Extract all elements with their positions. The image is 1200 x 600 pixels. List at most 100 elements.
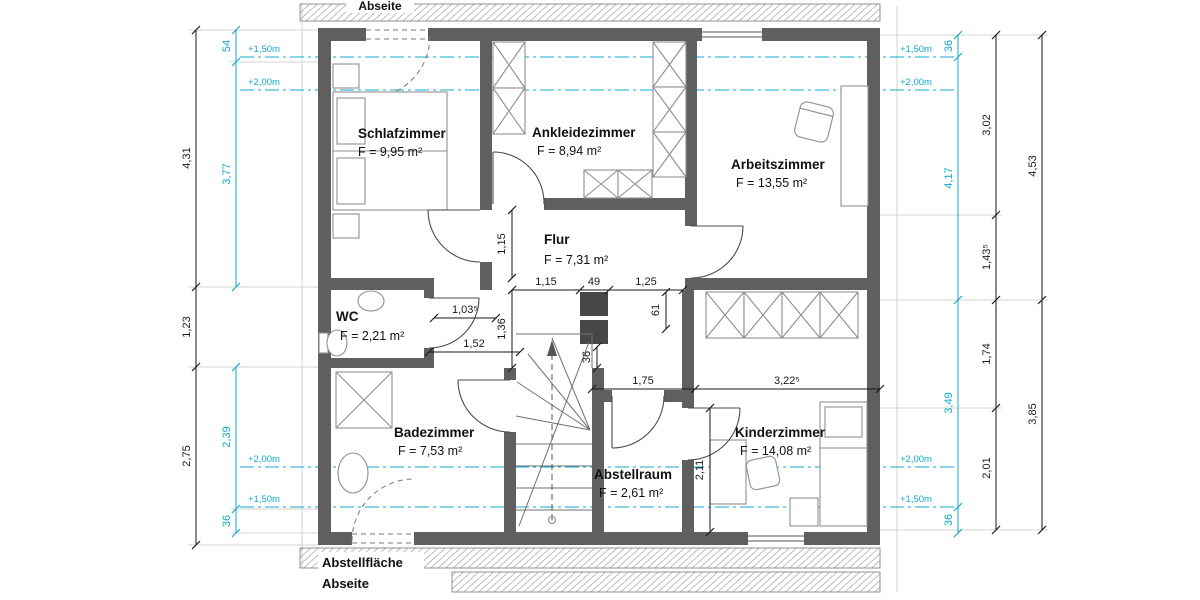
chimney-block xyxy=(580,292,608,316)
dim-value: 2,75 xyxy=(181,445,193,466)
extension-lines-right xyxy=(880,34,1048,531)
dim-value: 3,02 xyxy=(981,114,993,135)
room-area-schlafzimmer: F = 9,95 m² xyxy=(358,145,422,159)
chair xyxy=(745,455,781,491)
toilet-bowl xyxy=(326,329,348,357)
extension-lines-left xyxy=(188,29,318,546)
dim-value: 36 xyxy=(221,515,233,527)
dim-chain-left-inner: 54 3,77 2,39 36 xyxy=(221,25,241,538)
shower-cross xyxy=(335,371,393,429)
abseite-label-top: Abseite xyxy=(358,0,402,13)
dim-chain-left-outer: 4,31 1,23 2,75 xyxy=(181,25,201,550)
dormer-opening-bottom xyxy=(352,532,414,545)
window-arbeitszimmer xyxy=(702,28,762,41)
dim-value: 61 xyxy=(650,304,662,316)
eave-lines xyxy=(301,6,898,592)
dim-chain-right-inner: 36 4,17 3,49 36 xyxy=(943,30,963,538)
dim-value: 3,77 xyxy=(221,163,233,184)
door-arbeitszimmer xyxy=(690,225,744,279)
dim-interior: 1,15 49 1,25 1,15 1,36 1,03⁵ 1,52 61 36 … xyxy=(424,205,885,537)
wall-segment xyxy=(424,348,434,358)
door-schlafzimmer xyxy=(427,209,481,263)
dim-value: 4,31 xyxy=(181,147,193,168)
chair-back xyxy=(799,107,834,117)
dim-value: 1,36 xyxy=(496,318,508,339)
label-backing xyxy=(346,0,414,13)
furniture-ankleidezimmer xyxy=(492,41,687,199)
stairs xyxy=(515,333,593,527)
office-chair xyxy=(794,101,834,143)
roof-band-bottom-2 xyxy=(451,571,881,593)
dim-value: 54 xyxy=(221,40,233,52)
dim-ticks xyxy=(953,30,963,538)
dim-value: 1,75 xyxy=(632,375,653,387)
dim-value: 1,15 xyxy=(496,233,508,254)
window-kinderzimmer xyxy=(748,532,804,545)
band-labels: Abseite Abstellfläche Abseite xyxy=(318,0,424,593)
wall-segment xyxy=(318,278,434,290)
dim-value: 1,15 xyxy=(535,276,556,288)
dim-value: 2,39 xyxy=(221,426,233,447)
door-ankleidezimmer xyxy=(492,151,545,205)
room-name-flur: Flur xyxy=(544,232,570,247)
room-area-flur: F = 7,31 m² xyxy=(544,253,608,267)
roof-band-top xyxy=(299,3,881,22)
roof-bands xyxy=(299,3,881,593)
dim-value: 3,85 xyxy=(1027,403,1039,424)
chimney-block xyxy=(580,320,608,344)
room-area-badezimmer: F = 7,53 m² xyxy=(398,444,462,458)
pillow xyxy=(824,406,863,438)
furniture xyxy=(318,41,869,527)
closet-cross-lines xyxy=(705,291,859,339)
nightstand xyxy=(332,63,360,89)
level-label: +2,00m xyxy=(248,77,280,88)
dormer-arc-bottom xyxy=(351,478,415,542)
dim-value: 36 xyxy=(581,351,593,363)
pillow xyxy=(336,97,366,145)
label-backing xyxy=(318,552,424,571)
room-name-kinderzimmer: Kinderzimmer xyxy=(735,425,826,440)
washbasin xyxy=(337,452,369,494)
room-name-abstellraum: Abstellraum xyxy=(594,467,672,482)
dim-value: 1,74 xyxy=(981,343,993,364)
wall-segment xyxy=(424,290,434,298)
wall-segment xyxy=(685,278,880,290)
room-area-kinderzimmer: F = 14,08 m² xyxy=(740,444,811,458)
level-label: +1,50m xyxy=(248,494,280,505)
room-area-ankleidezimmer: F = 8,94 m² xyxy=(537,144,601,158)
stair-pitch-line xyxy=(518,341,590,527)
wall-segment xyxy=(544,198,697,210)
dim-value: 1,25 xyxy=(635,276,656,288)
dim-ticks xyxy=(991,30,1001,535)
dim-value: 4,53 xyxy=(1027,155,1039,176)
room-labels: Schlafzimmer F = 9,95 m² Ankleidezimmer … xyxy=(336,125,826,500)
level-label: +2,00m xyxy=(248,454,280,465)
wall-segment xyxy=(592,390,612,402)
room-name-wc: WC xyxy=(336,309,359,324)
dormer-opening-top xyxy=(366,28,428,41)
room-area-abstellraum: F = 2,61 m² xyxy=(599,486,663,500)
room-area-wc: F = 2,21 m² xyxy=(340,329,404,343)
wall-segment xyxy=(682,290,694,408)
door-badezimmer xyxy=(457,379,511,433)
furniture-badezimmer xyxy=(335,371,393,494)
dim-value: 36 xyxy=(943,40,955,52)
dim-value: 2,01 xyxy=(981,457,993,478)
label-backing xyxy=(318,574,424,593)
dim-value: 36 xyxy=(943,514,955,526)
doors xyxy=(427,151,744,461)
room-name-ankleidezimmer: Ankleidezimmer xyxy=(532,125,636,140)
chair-seat xyxy=(745,455,781,491)
room-area-arbeitszimmer: F = 13,55 m² xyxy=(736,176,807,190)
wall-segment xyxy=(318,532,880,545)
pillow xyxy=(336,157,366,205)
side-table xyxy=(789,497,819,527)
stair-walk-start xyxy=(547,515,557,525)
nightstand xyxy=(332,213,360,239)
dim-chain-right-mid: 3,02 1,43⁵ 1,74 2,01 xyxy=(981,30,1001,535)
chimney xyxy=(580,292,608,344)
dim-value: 1,03⁵ xyxy=(452,304,478,316)
extension-lines xyxy=(188,6,1048,592)
